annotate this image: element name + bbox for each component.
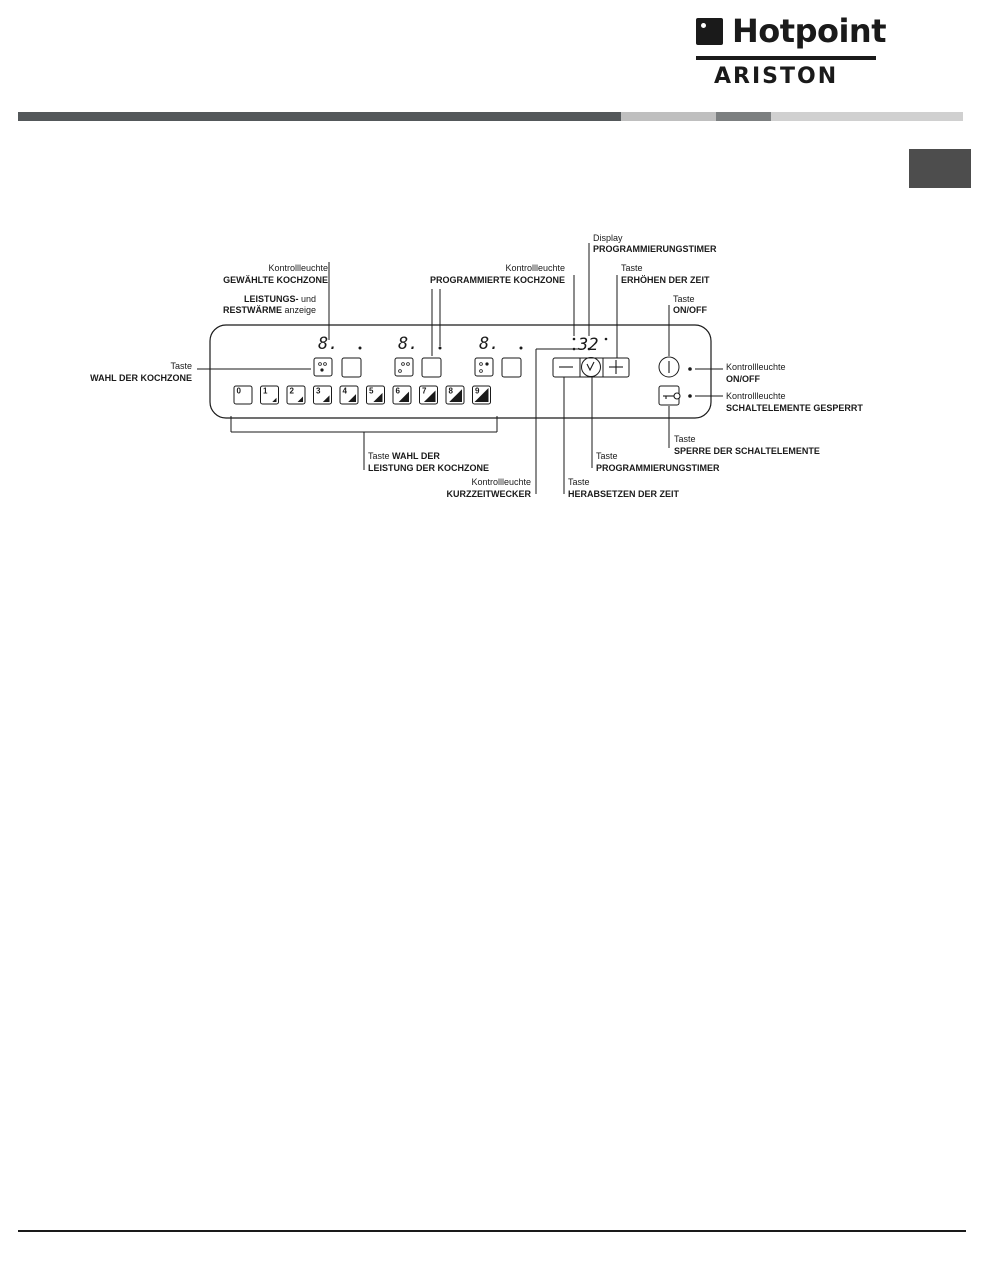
power-level-key-5[interactable]: 5 [366,385,385,405]
plus-icon[interactable] [609,360,623,374]
kurzzeitwecker-led [587,347,591,351]
leistung-wahl-label-1: Taste WAHL DER [368,451,440,461]
zone-key-1[interactable] [341,357,362,378]
power-level-number: 2 [290,387,295,396]
herabsetzen-label-1: Taste [568,477,590,487]
power-level-number: 6 [396,387,401,396]
power-level-number: 0 [237,387,242,396]
sperre-label-2: SPERRE DER SCHALTELEMENTE [674,446,820,456]
on-off-key-label-2: ON/OFF [673,305,707,315]
power-ramp-icon [423,390,436,402]
zone-dots-icon-1 [318,362,327,372]
power-level-number: 8 [449,387,454,396]
prog-timer-key-label-1: Taste [596,451,618,461]
zone-dots-icon-2 [398,362,410,373]
wahl-label-1: Taste [170,361,192,371]
gesperrt-label-2: SCHALTELEMENTE GESPERRT [726,403,863,413]
power-ramp-icon [449,389,462,402]
clock-check-icon [586,361,595,372]
timer-led-right [604,337,608,341]
sperre-label-1: Taste [674,434,696,444]
power-level-number: 4 [343,387,348,396]
on-off-led-label-2: ON/OFF [726,374,760,384]
zone-led-2 [438,346,442,350]
power-ramp-icon [348,394,356,402]
power-level-key-6[interactable]: 6 [392,385,412,405]
power-ramp-icon [297,396,303,402]
on-off-led-label-1: Kontrollleuchte [726,362,786,372]
brand-name-bottom: ARISTON [714,64,839,89]
zone-key-2[interactable] [421,357,442,378]
zone-display-2: 8. [398,334,418,354]
power-level-number: 5 [369,387,374,396]
erhoehen-label-1: Taste [621,263,643,273]
power-ramp-icon [322,395,330,402]
on-off-led [688,367,692,371]
language-tab [909,149,971,188]
on-off-button[interactable] [658,356,680,378]
timer-led-left-top [572,337,576,341]
power-ramp-icon [272,397,277,402]
timer-display: 32 [577,335,598,355]
header-bar-dark [18,112,621,121]
timer-led-left-bottom [572,347,576,351]
control-panel-outline [209,324,712,419]
zone-display-1: 8. [318,334,338,354]
power-ramp-icon [398,391,409,402]
erhoehen-label-2: ERHÖHEN DER ZEIT [621,275,710,285]
leistung-anzeige-label-2: RESTWÄRME anzeige [223,305,316,315]
footer-rule [18,1230,966,1232]
zone-select-button-1[interactable] [313,357,333,377]
timer-program-button[interactable] [581,357,601,377]
on-off-key-label-1: Taste [673,294,695,304]
zone-display-3: 8. [479,334,499,354]
power-level-key-9[interactable]: 9 [472,385,491,405]
power-level-key-0[interactable]: 0 [233,385,253,405]
header-bar-pale [771,112,963,121]
brand-name-top: Hotpoint [732,12,887,50]
programmierte-label-1: Kontrollleuchte [505,263,565,273]
gesperrt-label-1: Kontrollleuchte [726,391,786,401]
power-level-key-8[interactable]: 8 [445,385,465,405]
leistung-wahl-label-2: LEISTUNG DER KOCHZONE [368,463,489,473]
display-label-1: Display [593,233,623,243]
power-level-key-7[interactable]: 7 [419,385,438,405]
power-level-number: 3 [316,387,321,396]
zone-led-1 [358,346,362,350]
header-bar-mid [716,112,771,121]
zone-led-3 [519,346,523,350]
power-level-number: 1 [263,387,268,396]
zone-key-3[interactable] [501,357,522,378]
power-level-key-4[interactable]: 4 [339,385,359,405]
power-ramp-icon [474,388,489,402]
power-level-number: 7 [422,387,427,396]
power-level-key-1[interactable]: 1 [260,385,279,405]
wahl-label-2: WAHL DER KOCHZONE [90,373,192,383]
kurzzeit-label-1: Kontrollleuchte [471,477,531,487]
lock-led [688,394,692,398]
logo-mark-icon [696,18,723,45]
key-icon [663,392,681,400]
power-level-keys: 0 1 2 3 4 5 6 7 8 9 [233,385,491,405]
leistung-anzeige-label-1: LEISTUNGS- und [244,294,316,304]
herabsetzen-label-2: HERABSETZEN DER ZEIT [568,489,680,499]
zone-dots-icon-3 [479,362,489,373]
gewaehlte-label-2: GEWÄHLTE KOCHZONE [223,275,328,285]
power-level-key-2[interactable]: 2 [286,385,306,405]
zone-select-button-3[interactable] [474,357,494,377]
programmierte-label-2: PROGRAMMIERTE KOCHZONE [430,275,565,285]
display-label-2: PROGRAMMIERUNGSTIMER [593,244,717,254]
prog-timer-key-label-2: PROGRAMMIERUNGSTIMER [596,463,720,473]
zone-select-button-2[interactable] [394,357,414,377]
header-bar-light [621,112,716,121]
gewaehlte-label-1: Kontrollleuchte [268,263,328,273]
power-level-number: 9 [475,387,480,396]
kurzzeit-label-2: KURZZEITWECKER [447,489,532,499]
power-level-key-3[interactable]: 3 [313,385,332,405]
power-ramp-icon [373,392,383,402]
logo-divider [696,56,876,60]
